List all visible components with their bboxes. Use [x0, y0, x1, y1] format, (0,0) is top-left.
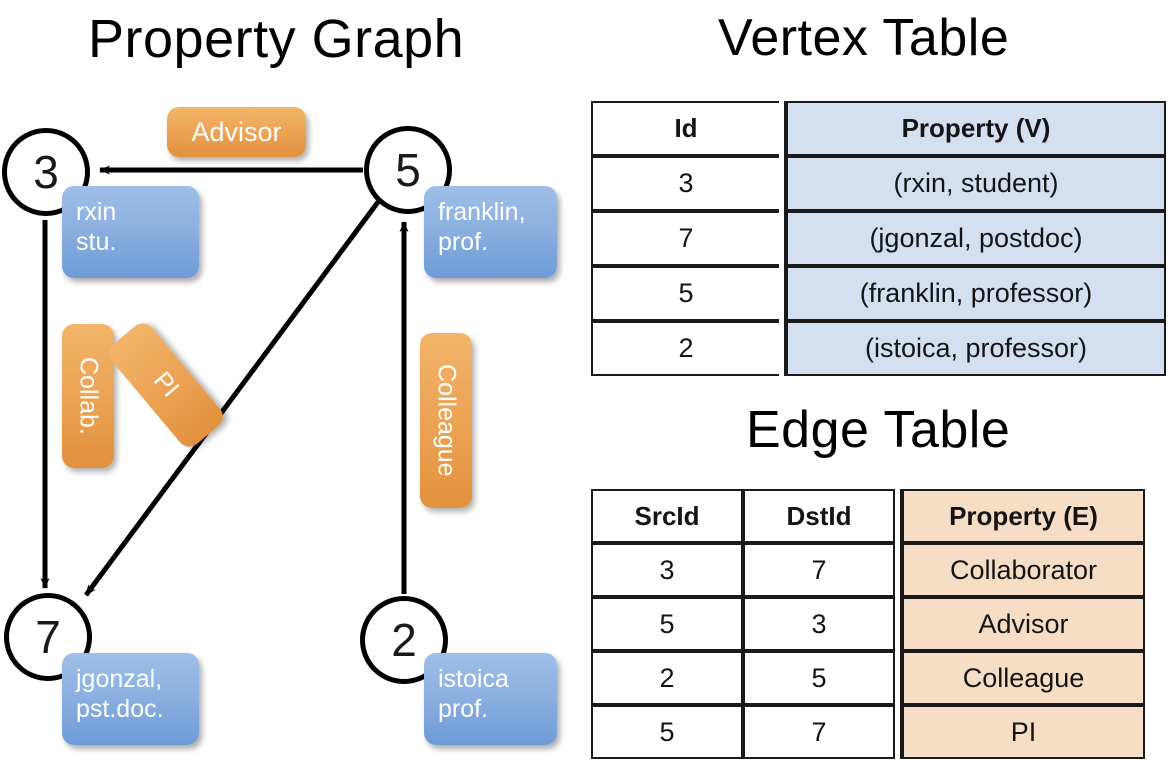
table-row[interactable]: 7 (jgonzal, postdoc) [591, 211, 1166, 266]
vertex-table-cell-id: 3 [591, 156, 779, 211]
edge-table-cell-srcid: 2 [591, 651, 743, 705]
vertex-table-cell-property: (istoica, professor) [784, 321, 1166, 376]
edge-table-cell-property: Advisor [900, 597, 1145, 651]
edge-table-cell-srcid: 5 [591, 705, 743, 759]
edge-table-column-gap [895, 543, 900, 597]
vertex-table-cell-property: (franklin, professor) [784, 266, 1166, 321]
edge-table-column-gap [895, 489, 900, 543]
vertex-property-box-2-line1: istoica [438, 665, 509, 693]
edge-table-header-srcid: SrcId [591, 489, 743, 543]
edge-label-colleague-text: Colleague [432, 364, 461, 477]
vertex-node-3-label: 3 [33, 146, 59, 198]
edge-label-collab-text: Collab. [74, 357, 103, 435]
table-row[interactable]: 3 (rxin, student) [591, 156, 1166, 211]
edge-line-5-to-7 [83, 200, 381, 597]
edge-table-cell-dstid: 7 [743, 543, 895, 597]
edge-label-box-colleague[interactable]: Colleague [420, 333, 472, 508]
vertex-property-box-7-line2: pst.doc. [76, 694, 164, 723]
vertex-table-cell-id: 5 [591, 266, 779, 321]
table-row[interactable]: 5 3 Advisor [591, 597, 1145, 651]
edge-label-box-collab[interactable]: Collab. [62, 324, 114, 468]
vertex-table-column-gap [779, 156, 784, 211]
vertex-property-box-5-line2: prof. [438, 227, 489, 256]
vertex-table-header-property: Property (V) [784, 101, 1166, 156]
vertex-property-box-5[interactable]: franklin, prof. [424, 186, 557, 278]
vertex-table-header-id: Id [591, 101, 779, 156]
vertex-table-cell-id: 7 [591, 211, 779, 266]
vertex-property-box-3[interactable]: rxin stu. [62, 186, 199, 278]
edge-table-cell-srcid: 5 [591, 597, 743, 651]
edge-table-column-gap [895, 651, 900, 705]
edge-table-header-property: Property (E) [900, 489, 1145, 543]
table-row[interactable]: 3 7 Collaborator [591, 543, 1145, 597]
page-title-property-graph: Property Graph [88, 9, 465, 69]
edge-label-advisor-text: Advisor [191, 116, 282, 147]
vertex-table-cell-property: (rxin, student) [784, 156, 1166, 211]
property-graph-diagram: 3 5 7 2 rxin stu. franklin, prof. jgonza… [2, 107, 557, 745]
table-row[interactable]: 2 (istoica, professor) [591, 321, 1166, 376]
table-row[interactable]: 2 5 Colleague [591, 651, 1145, 705]
edge-table-cell-srcid: 3 [591, 543, 743, 597]
edge-table-cell-property: Collaborator [900, 543, 1145, 597]
vertex-property-box-5-line1: franklin, [438, 198, 526, 226]
vertex-table-column-gap [779, 266, 784, 321]
edge-table-column-gap [895, 597, 900, 651]
edge-table-header-dstid: DstId [743, 489, 895, 543]
graph-edges-svg [40, 165, 409, 597]
vertex-table-column-gap [779, 211, 784, 266]
vertex-table-cell-property: (jgonzal, postdoc) [784, 211, 1166, 266]
edge-table-header-row: SrcId DstId Property (E) [591, 489, 1145, 543]
edge-table-cell-dstid: 3 [743, 597, 895, 651]
vertex-property-box-3-line1: rxin [76, 198, 117, 226]
vertex-node-5[interactable]: 5 [364, 126, 452, 214]
edge-table: SrcId DstId Property (E) 3 7 Collaborato… [591, 489, 1145, 759]
table-row[interactable]: 5 7 PI [591, 705, 1145, 759]
table-row[interactable]: 5 (franklin, professor) [591, 266, 1166, 321]
vertex-table-cell-id: 2 [591, 321, 779, 376]
edge-table-cell-dstid: 5 [743, 651, 895, 705]
edge-table-cell-property: Colleague [900, 651, 1145, 705]
vertex-node-5-label: 5 [395, 144, 421, 196]
edge-table-column-gap [895, 705, 900, 759]
vertex-table: Id Property (V) 3 (rxin, student) 7 (jgo… [591, 101, 1166, 376]
vertex-property-box-7[interactable]: jgonzal, pst.doc. [62, 653, 199, 745]
vertex-table-header-row: Id Property (V) [591, 101, 1166, 156]
vertex-node-7-label: 7 [35, 611, 61, 663]
section-title-vertex-table: Vertex Table [718, 9, 1010, 67]
section-title-edge-table: Edge Table [746, 401, 1011, 459]
vertex-property-box-2-line2: prof. [438, 694, 489, 723]
edge-label-box-advisor[interactable]: Advisor [167, 107, 306, 157]
vertex-property-box-3-line2: stu. [76, 227, 117, 256]
vertex-property-box-7-line1: jgonzal, [76, 665, 163, 693]
vertex-table-column-gap [779, 101, 784, 156]
vertex-table-column-gap [779, 321, 784, 376]
edge-table-cell-dstid: 7 [743, 705, 895, 759]
vertex-node-2[interactable]: 2 [360, 596, 448, 684]
vertex-property-box-2[interactable]: istoica prof. [424, 653, 557, 745]
edge-label-pi-text: PI [148, 366, 185, 403]
edge-table-cell-property: PI [900, 705, 1145, 759]
vertex-node-2-label: 2 [391, 614, 417, 666]
